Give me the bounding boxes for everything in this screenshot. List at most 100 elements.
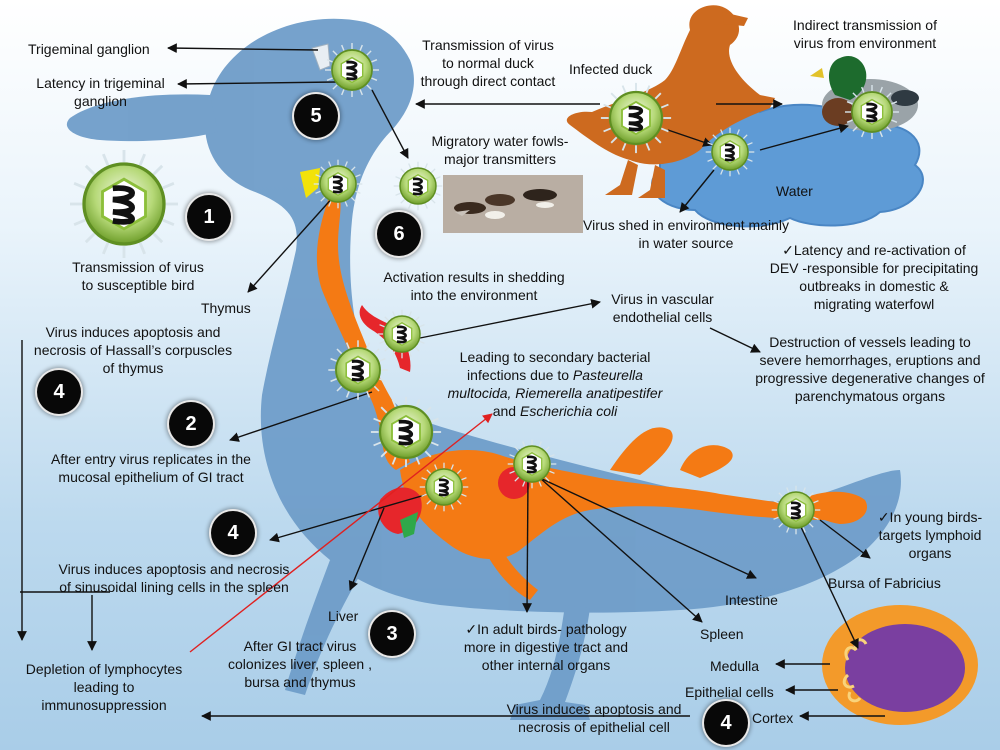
virus-particle-icon	[771, 485, 821, 535]
label-line: other internal organs	[481, 657, 611, 673]
virus-spike	[808, 492, 814, 498]
label-migratory-fowl: Migratory water fowls- major transmitter…	[424, 132, 576, 168]
virus-spike	[621, 142, 627, 151]
virus-spike	[373, 417, 382, 423]
duck-silhouette	[66, 18, 901, 720]
virus-spike	[341, 44, 345, 51]
virus-spike	[852, 92, 858, 98]
virus-spike	[514, 476, 520, 482]
virus-dna-coil	[396, 325, 407, 344]
virus-spike	[538, 481, 542, 487]
virus-spike	[345, 342, 350, 349]
virus-dna-coil	[398, 419, 414, 446]
virus-spike	[645, 85, 651, 94]
virus-spike	[813, 516, 819, 520]
virus-spike	[380, 406, 388, 414]
label-intestine: Intestine	[725, 592, 778, 608]
virus-particle-icon	[600, 82, 672, 154]
label-line: Transmission of virus	[422, 37, 554, 53]
virus-spike	[350, 196, 356, 202]
virus-spike	[426, 469, 432, 475]
virus-spike	[891, 119, 898, 123]
label-line: and Escherichia coli	[430, 402, 680, 420]
virus-spike	[509, 454, 515, 458]
virus-spike	[891, 101, 898, 105]
virus-dna-coil	[412, 177, 423, 196]
label-sinusoidal-spleen: Virus induces apoptosis and necrosis of …	[40, 560, 308, 596]
virus-spike	[645, 142, 651, 151]
virus-spike	[384, 316, 390, 322]
virus-spike	[720, 169, 724, 175]
virus-spike	[544, 446, 550, 452]
pathogen-name: Pasteurella	[572, 367, 643, 383]
virus-spike	[747, 158, 753, 162]
label-epithelial-cells: Epithelial cells	[685, 684, 774, 700]
virus-dna-coil	[346, 60, 358, 81]
virus-spike	[366, 84, 372, 90]
step-marker-4-spleen: 4	[211, 511, 255, 555]
virus-spike	[846, 119, 853, 123]
virus-particle-icon	[705, 127, 755, 177]
virus-spike	[408, 163, 412, 169]
virus-spike	[84, 164, 96, 176]
pathogen-name: multocida, Riemerella anatipestifer	[447, 385, 663, 401]
label-line: Indirect transmission of	[793, 17, 937, 33]
virus-spike	[138, 153, 146, 166]
label-spleen: Spleen	[700, 626, 744, 642]
thymus-chain	[316, 198, 410, 470]
label-colonizes: After GI tract virus colonizes liver, sp…	[226, 637, 374, 691]
virus-spike	[514, 446, 520, 452]
thymus-gland	[300, 168, 320, 198]
virus-spike	[610, 92, 618, 100]
virus-spike	[430, 417, 439, 423]
virus-spike	[326, 59, 333, 63]
virus-spike	[736, 129, 740, 135]
label-line: Virus shed in environment mainly	[583, 217, 789, 233]
label-line: Destruction of vessels leading to	[769, 334, 971, 350]
virus-particle-icon	[328, 340, 388, 400]
label-line: severe hemorrhages, eruptions and	[759, 352, 981, 368]
pathogen-name: Escherichia coli	[519, 403, 618, 419]
virus-spike	[886, 92, 892, 98]
virus-spike	[379, 357, 386, 362]
virus-spike	[344, 161, 348, 167]
virus-dna-coil	[628, 105, 644, 132]
virus-spike	[424, 406, 432, 414]
virus-spike	[450, 464, 454, 470]
virus-spike	[328, 201, 332, 207]
virus-spike	[379, 378, 386, 383]
virus-spike	[391, 399, 397, 408]
label-gi-entry: After entry virus replicates in the muco…	[36, 450, 266, 486]
label-liver: Liver	[328, 608, 359, 624]
label-activation-shedding: Activation results in shedding into the …	[374, 268, 574, 304]
label-indirect-transmission: Indirect transmission of virus from envi…	[780, 16, 950, 52]
virus-spike	[610, 136, 618, 144]
virus-spike	[373, 385, 380, 392]
virus-spike	[73, 218, 86, 226]
virus-spike	[392, 311, 396, 317]
virus-spike	[330, 357, 337, 362]
label-line: migrating waterfowl	[813, 296, 935, 312]
label-line: ganglion	[74, 93, 127, 109]
label-epithelial-necrosis: Virus induces apoptosis and necrosis of …	[494, 700, 694, 736]
label-line: outbreaks in domestic &	[799, 278, 949, 294]
virus-spike	[861, 131, 865, 138]
virus-spike	[84, 232, 96, 244]
virus-spike	[522, 481, 526, 487]
label-line: necrosis of Hassall’s corpuscles	[33, 342, 233, 358]
virus-particle-icon	[419, 462, 469, 512]
virus-spike	[603, 103, 612, 109]
virus-dna-coil	[724, 143, 735, 162]
virus-spike	[415, 399, 421, 408]
virus-spike	[522, 441, 526, 447]
label-line: Virus induces apoptosis and	[45, 324, 221, 340]
virus-spike	[380, 450, 388, 458]
label-vascular-endothelial: Virus in vascular endothelial cells	[600, 290, 725, 326]
virus-particle-icon	[377, 309, 427, 359]
virus-spike	[538, 441, 542, 447]
label-line: After entry virus replicates in the	[51, 451, 251, 467]
virus-spike	[786, 487, 790, 493]
virus-spike	[315, 174, 321, 178]
virus-spike	[720, 129, 724, 135]
